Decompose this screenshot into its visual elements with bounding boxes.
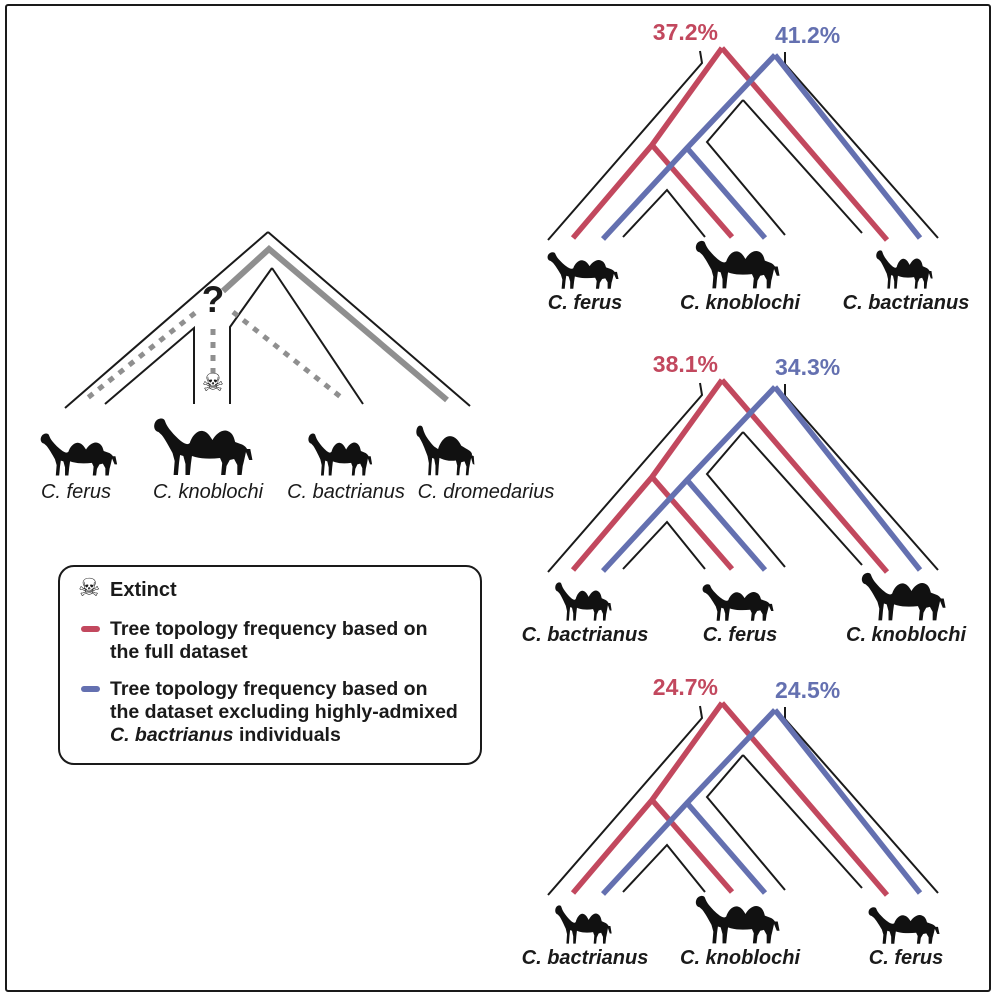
bactrian-camel-icon-bactrianus: [555, 905, 612, 944]
bactrian-camel-icon-ferus: [547, 252, 619, 289]
bactrian-camel-icon-bactrianus: [308, 433, 373, 476]
legend-red-line1: Tree topology frequency based on: [110, 618, 428, 640]
topology-tree-3: 24.7% 24.5% C. bactrianus C. knoblochi C…: [518, 673, 988, 969]
large-camel-icon-knoblochi: [695, 240, 780, 289]
species-label-middle: C. ferus: [702, 624, 778, 646]
legend-blue-line3: C. bactrianus individuals: [110, 724, 458, 747]
legend-blue-line1: Tree topology frequency based on: [110, 678, 428, 700]
uncertain-placement-dashed-line-left: [83, 311, 197, 402]
dromedary-camel-icon-dromedarius: [416, 425, 475, 476]
species-label-dromedarius: C. dromedarius: [417, 481, 555, 503]
large-camel-icon-knoblochi: [861, 572, 946, 621]
species-label-middle: C. knoblochi: [680, 292, 800, 314]
topology-tree-1: 37.2% 41.2% C. ferus C. knoblochi C. bac…: [518, 18, 988, 314]
species-label-left: C. bactrianus: [521, 947, 649, 969]
species-label-knoblochi: C. knoblochi: [152, 481, 264, 503]
main-phylogeny-panel: ? ☠ C. ferus C. knoblochi C. bactrianus …: [30, 225, 570, 515]
dromedarius-lineage-line: [220, 245, 449, 403]
red-frequency-label: 38.1%: [652, 351, 718, 377]
large-camel-icon-knoblochi: [695, 895, 780, 944]
main-tree-lines: [64, 231, 471, 409]
legend-red-line-swatch: [81, 626, 100, 632]
blue-frequency-label: 34.3%: [775, 354, 841, 380]
red-frequency-label: 24.7%: [652, 674, 718, 700]
legend-red-item-text: Tree topology frequency based on the ful…: [110, 618, 427, 664]
uncertain-placement-question-mark: ?: [201, 279, 225, 320]
legend-red-line2: the full dataset: [110, 641, 248, 663]
topology-tree-2: 38.1% 34.3% C. bactrianus C. ferus C. kn…: [518, 350, 988, 646]
red-frequency-label: 37.2%: [652, 19, 718, 45]
bactrian-camel-icon-ferus: [702, 584, 774, 621]
blue-frequency-label: 41.2%: [775, 22, 841, 48]
species-label-middle: C. knoblochi: [680, 947, 800, 969]
bactrian-camel-icon-bactrianus: [555, 582, 612, 621]
uncertain-placement-dashed-line-right: [231, 310, 344, 400]
species-label-right: C. bactrianus: [842, 292, 970, 314]
species-label-bactrianus: C. bactrianus: [287, 481, 405, 503]
legend-blue-line2: the dataset excluding highly-admixed: [110, 701, 458, 723]
bactrian-camel-icon-ferus: [868, 907, 940, 944]
bactrian-camel-icon-ferus: [40, 433, 118, 476]
species-label-left: C. bactrianus: [521, 624, 649, 646]
species-label-left: C. ferus: [547, 292, 623, 314]
extinct-skull-icon: ☠: [201, 368, 225, 397]
blue-frequency-label: 24.5%: [775, 677, 841, 703]
legend-extinct-skull-icon: ☠: [78, 573, 101, 602]
legend-box: ☠ Extinct Tree topology frequency based …: [58, 565, 482, 765]
legend-extinct-label: Extinct: [110, 579, 177, 601]
large-camel-icon-knoblochi: [154, 418, 253, 475]
legend-blue-line-swatch: [81, 686, 100, 692]
legend-blue-line3-rest: individuals: [233, 724, 341, 746]
legend-blue-line3-species: C. bactrianus: [110, 724, 234, 746]
bactrian-camel-icon-bactrianus: [876, 250, 933, 289]
species-label-ferus: C. ferus: [40, 481, 112, 503]
species-label-right: C. ferus: [868, 947, 944, 969]
figure-border: [5, 4, 991, 992]
species-label-right: C. knoblochi: [846, 624, 966, 646]
legend-blue-item-text: Tree topology frequency based on the dat…: [110, 678, 458, 747]
